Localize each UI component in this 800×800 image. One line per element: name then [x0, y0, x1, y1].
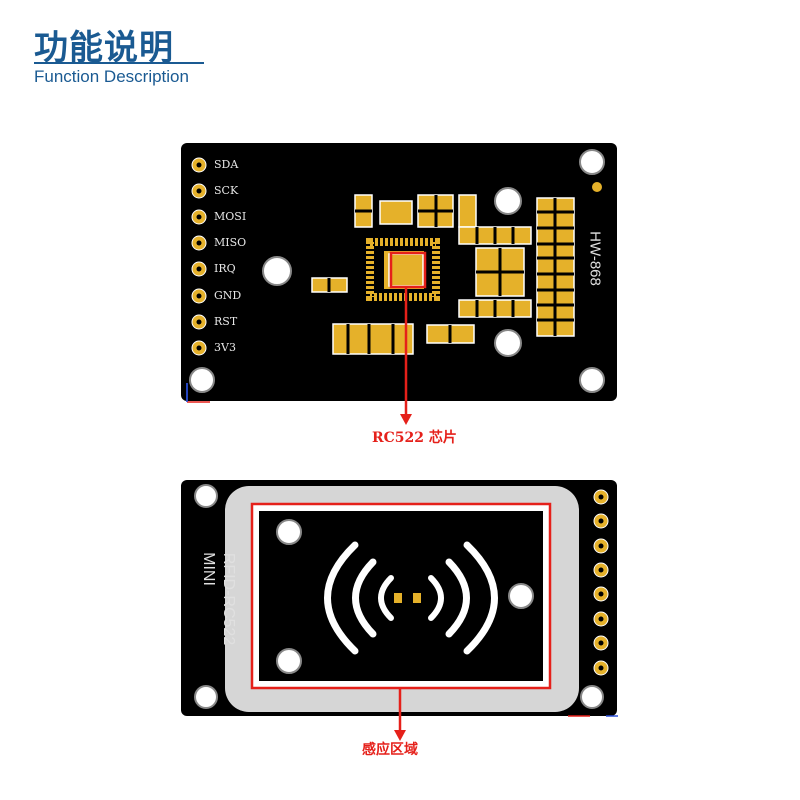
- edge-pin-holes: [593, 489, 609, 676]
- contactless-wave-icon: [324, 541, 498, 655]
- smd-pads: [311, 194, 575, 355]
- arrow-down-icon: [394, 689, 406, 741]
- pad-dividers: [327, 195, 574, 354]
- mounting-holes: [189, 149, 605, 393]
- chip-callout: RC522 芯片: [372, 430, 457, 446]
- pin-header-holes: [191, 157, 207, 356]
- title-underline: [34, 62, 204, 64]
- model-label: HW-868: [586, 231, 604, 286]
- pin-label-3v3: 3V3: [214, 341, 236, 354]
- silkscreen-mini: MINI: [200, 552, 217, 586]
- silkscreen-model: RFID-RC522: [220, 552, 237, 646]
- page-subtitle: Function Description: [34, 67, 189, 86]
- pin-label-mosi: MOSI: [214, 210, 247, 223]
- pin-label-rst: RST: [214, 315, 238, 328]
- pin-label-sda: SDA: [214, 158, 239, 171]
- rc522-chip: [366, 238, 440, 301]
- sensing-area-callout: 感应区域: [362, 742, 418, 758]
- pin-label-miso: MISO: [214, 236, 247, 249]
- page-title: 功能说明: [34, 28, 174, 68]
- arrow-down-icon: [400, 287, 412, 425]
- pin-label-irq: IRQ: [214, 262, 236, 275]
- mounting-holes-bottom: [194, 484, 604, 709]
- chip-highlight-box: [389, 251, 427, 289]
- pin-label-sck: SCK: [214, 184, 239, 197]
- pin-label-gnd: GND: [214, 289, 242, 302]
